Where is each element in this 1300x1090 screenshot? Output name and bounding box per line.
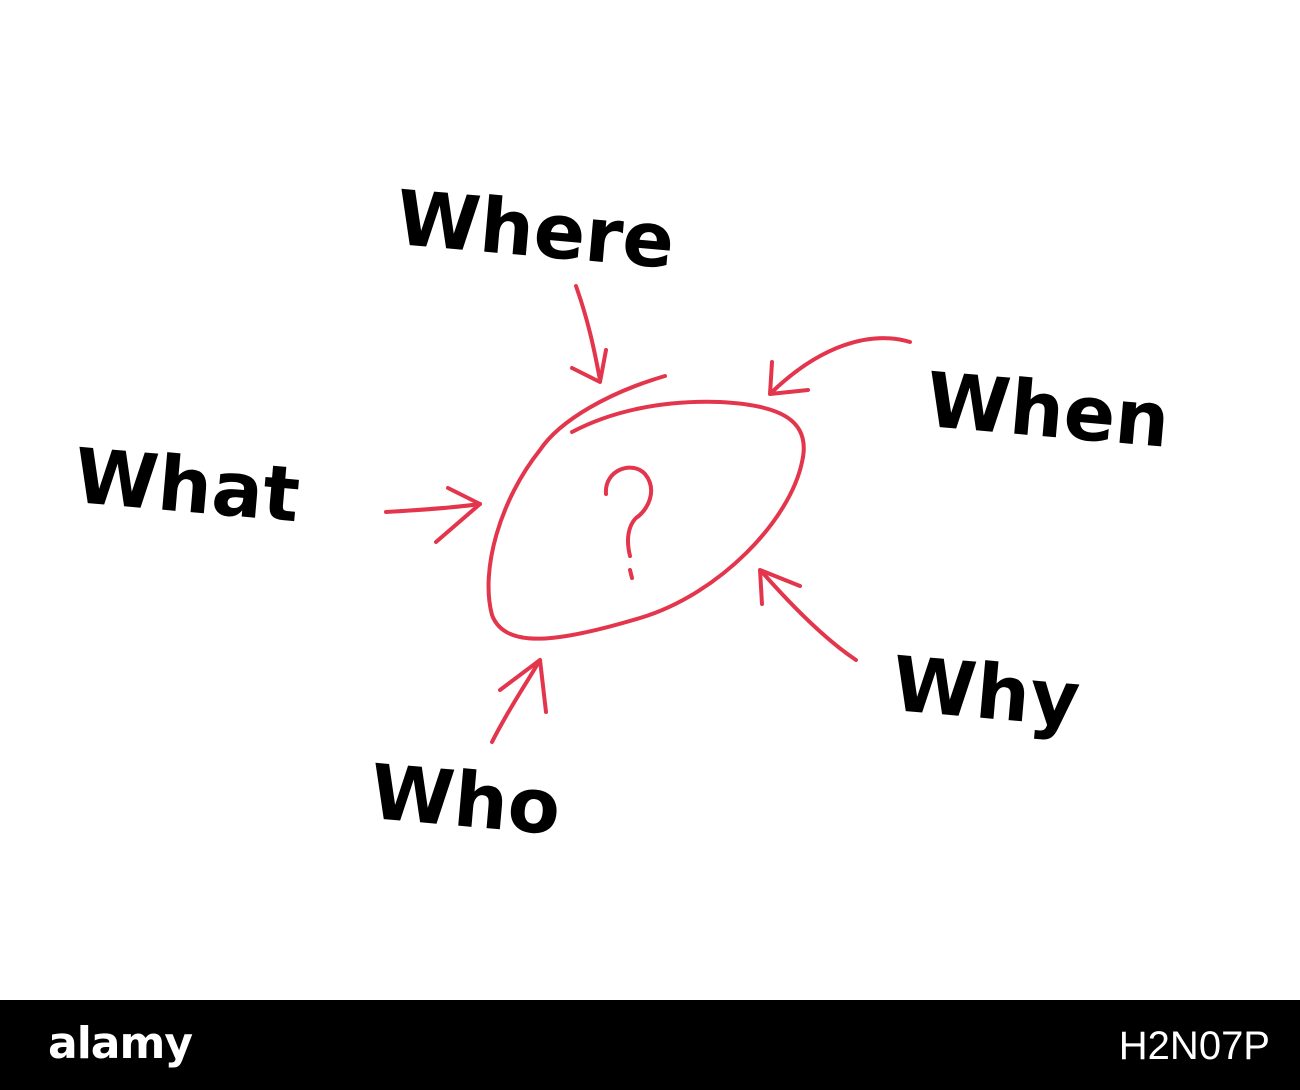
diagram-canvas: Where When What Why Who — [70, 173, 1174, 853]
arrow-where — [570, 284, 608, 384]
center-ellipse — [486, 374, 806, 641]
watermark-footer: alamy H2N07P — [0, 1000, 1300, 1090]
question-mark-glyph — [603, 465, 654, 558]
question-mark-dot — [628, 568, 634, 580]
hand-drawn-sketch — [384, 284, 912, 744]
arrow-who — [490, 658, 548, 744]
arrow-what — [384, 486, 482, 544]
arrow-why — [758, 568, 858, 662]
alamy-logo: alamy — [48, 1018, 193, 1069]
image-code: H2N07P — [1118, 1024, 1270, 1068]
arrow-when — [768, 336, 912, 396]
